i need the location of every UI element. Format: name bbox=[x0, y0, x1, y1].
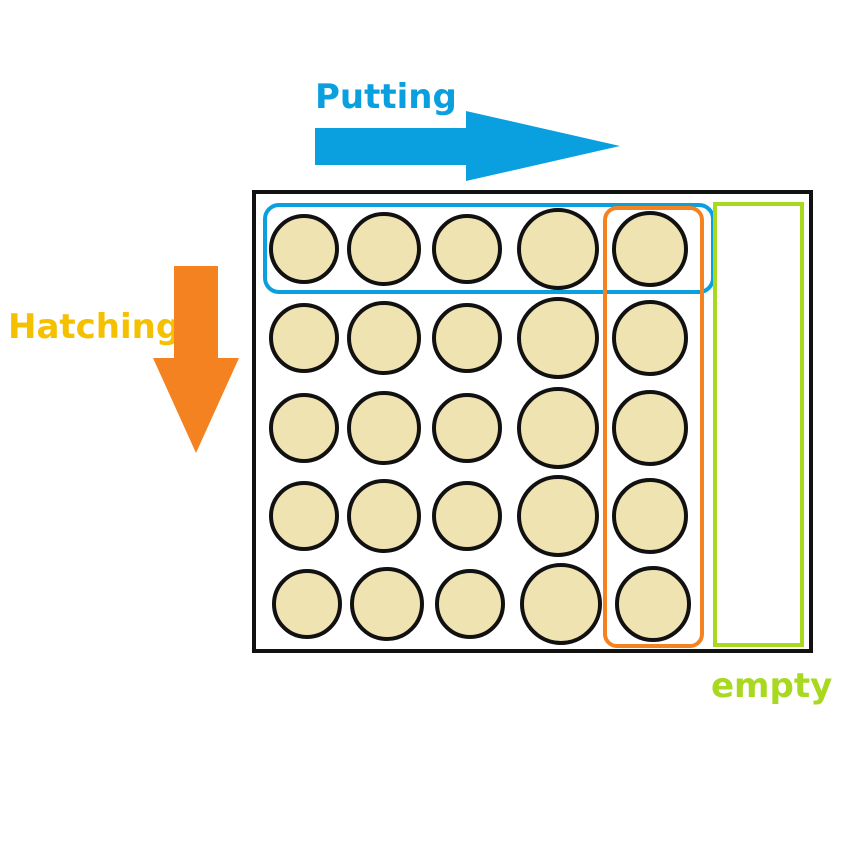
egg-r3-c5 bbox=[612, 390, 688, 466]
empty-label: empty bbox=[711, 666, 832, 706]
hatching-label: Hatching bbox=[8, 307, 180, 347]
tray-outline bbox=[252, 190, 813, 653]
hatching-column-highlight bbox=[603, 206, 704, 648]
egg-r3-c1 bbox=[269, 393, 339, 463]
egg-r2-c5 bbox=[612, 300, 688, 376]
egg-r5-c4 bbox=[520, 563, 602, 645]
empty-column-highlight bbox=[713, 202, 804, 647]
egg-r3-c2 bbox=[347, 391, 421, 465]
egg-r1-c5 bbox=[612, 211, 688, 287]
egg-r4-c2 bbox=[347, 479, 421, 553]
egg-r3-c4 bbox=[517, 387, 599, 469]
egg-r1-c3 bbox=[432, 214, 502, 284]
egg-r5-c1 bbox=[272, 569, 342, 639]
egg-r2-c4 bbox=[517, 297, 599, 379]
egg-r5-c2 bbox=[350, 567, 424, 641]
egg-r5-c5 bbox=[615, 566, 691, 642]
egg-r4-c5 bbox=[612, 478, 688, 554]
hatching-arrow bbox=[153, 266, 239, 453]
egg-grid bbox=[269, 208, 691, 645]
egg-r1-c2 bbox=[347, 212, 421, 286]
egg-r5-c3 bbox=[435, 569, 505, 639]
egg-r4-c3 bbox=[432, 481, 502, 551]
egg-r3-c3 bbox=[432, 393, 502, 463]
egg-r4-c1 bbox=[269, 481, 339, 551]
egg-r2-c3 bbox=[432, 303, 502, 373]
egg-r2-c1 bbox=[269, 303, 339, 373]
egg-r1-c1 bbox=[269, 214, 339, 284]
egg-r1-c4 bbox=[517, 208, 599, 290]
egg-r4-c4 bbox=[517, 475, 599, 557]
egg-r2-c2 bbox=[347, 301, 421, 375]
putting-arrow bbox=[315, 111, 620, 181]
putting-label: Putting bbox=[315, 77, 457, 117]
